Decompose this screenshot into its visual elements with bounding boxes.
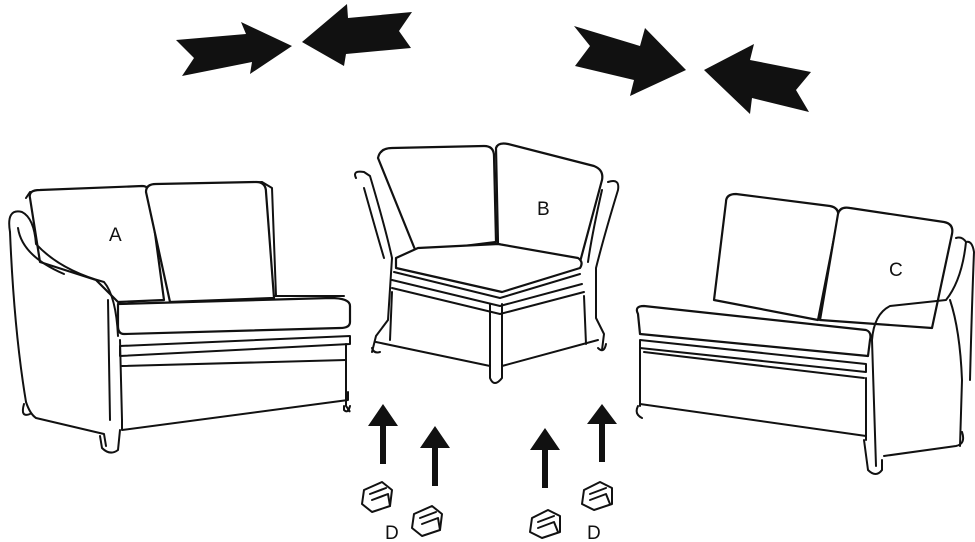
notched-arrow-icon [176,22,292,76]
up-arrows [368,404,617,488]
sofa-b: B [354,142,620,384]
notched-arrow-icon [302,4,412,66]
back-cushion [712,192,840,322]
label-d-left: D [385,523,399,542]
back-cushion [144,180,276,304]
sofa-a: A [8,180,352,454]
up-arrow-icon [368,404,398,464]
label-c: C [889,260,903,281]
up-arrow-icon [587,404,617,462]
connector-clip-icon [411,505,443,537]
seat-cushion [635,304,872,358]
back-cushion [376,144,498,254]
connector-clip-icon [529,509,561,539]
label-b: B [537,199,550,220]
connector-clips: D D [361,481,613,542]
join-arrows-right [574,26,811,114]
back-cushion [494,142,604,264]
connector-clip-icon [361,481,393,513]
join-arrows-left [176,4,412,76]
label-a: A [109,225,122,246]
connector-clip-icon [581,481,613,511]
notched-arrow-icon [704,44,811,114]
up-arrow-icon [530,428,560,488]
notched-arrow-icon [574,26,686,96]
label-d-right: D [587,523,601,542]
back-cushion [28,184,166,304]
seat-cushion [116,296,352,336]
sofa-c: C [635,192,975,475]
up-arrow-icon [420,426,450,486]
seat-cushion [394,242,583,294]
back-cushion [818,206,954,330]
